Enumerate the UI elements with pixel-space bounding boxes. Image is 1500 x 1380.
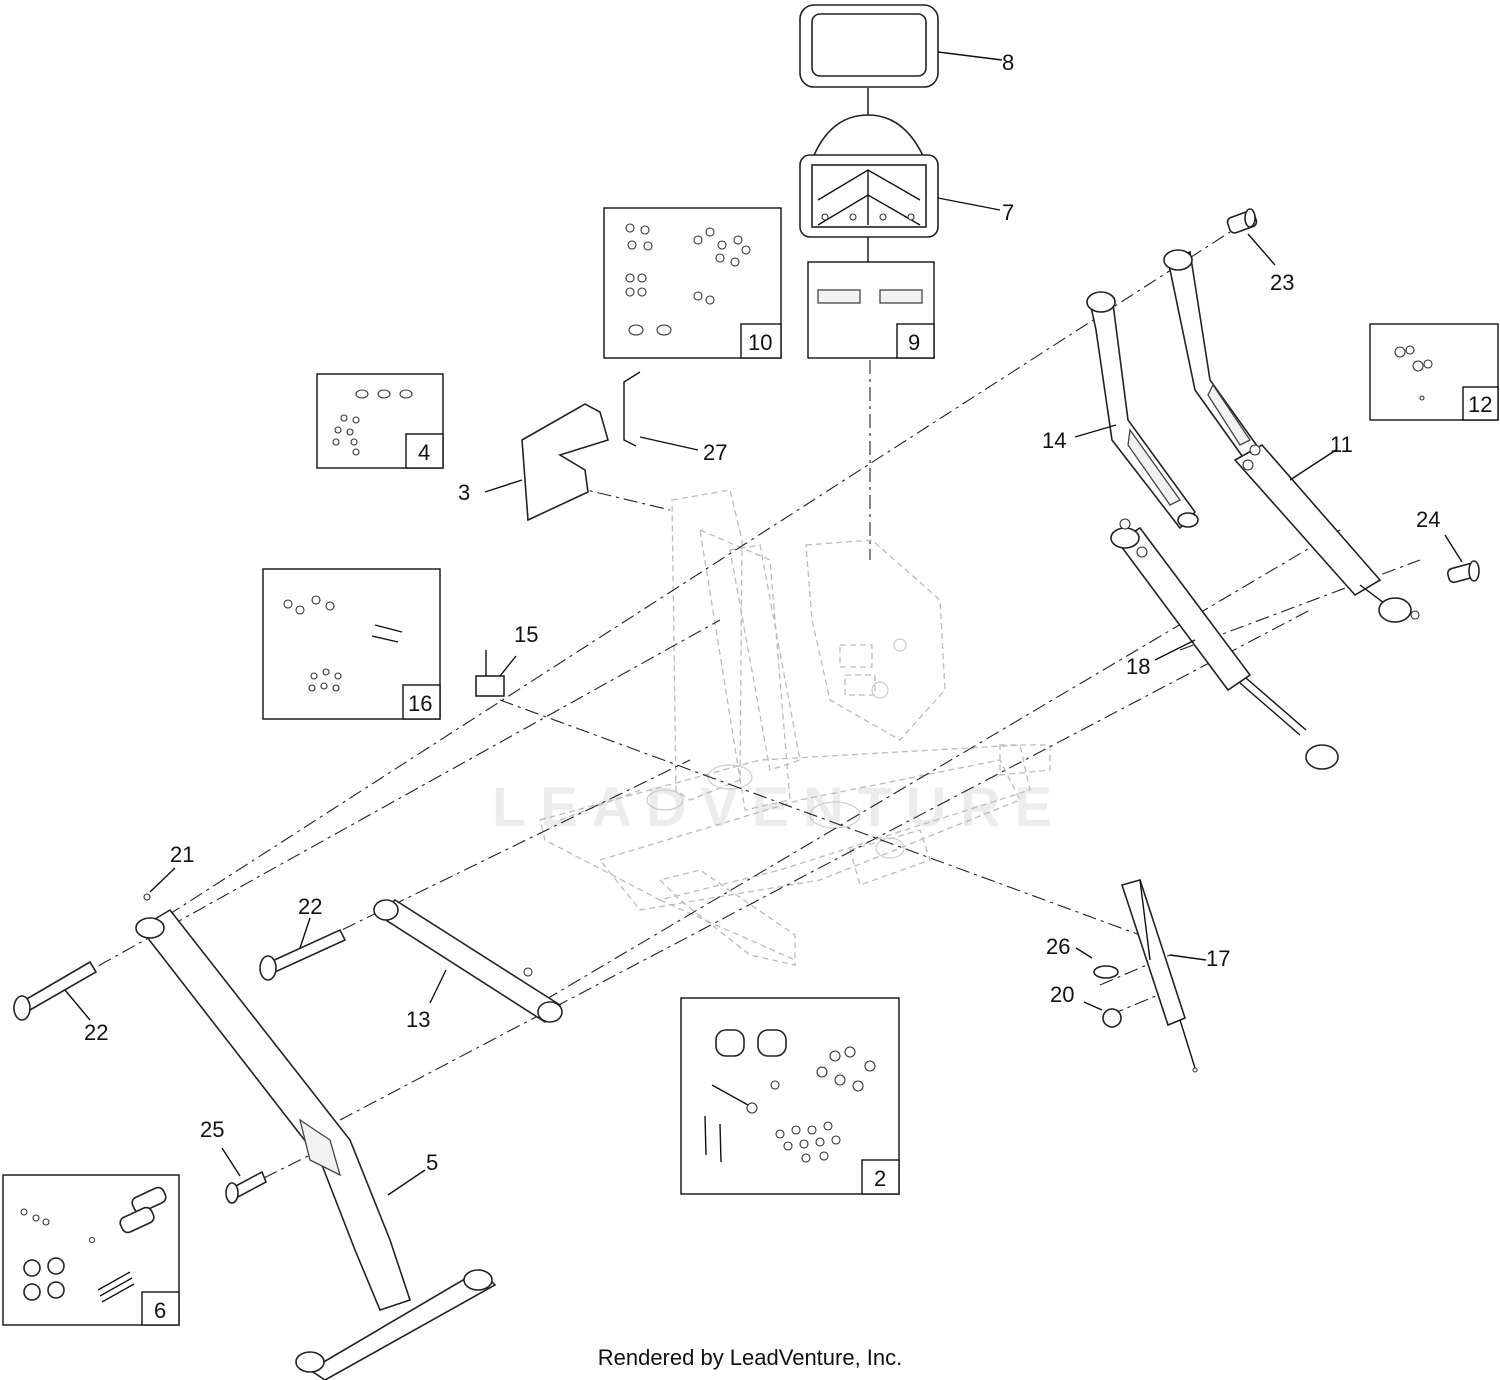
callout-13: 13 (406, 1007, 430, 1032)
watermark: LEADVENTURE (492, 775, 1066, 838)
part-7-seat-pan (799, 114, 1001, 238)
callout-23: 23 (1270, 270, 1294, 295)
part-6-kit (2, 1174, 180, 1326)
part-22-pin-center (259, 917, 347, 981)
callout-22-center: 22 (298, 894, 322, 919)
callout-20: 20 (1050, 982, 1074, 1007)
part-12-kit (1369, 323, 1499, 421)
part-24-pin (1410, 534, 1480, 620)
part-2-kit (680, 997, 900, 1195)
part-13-cylinder (373, 899, 563, 1024)
part-9-kit (807, 261, 935, 359)
part-27-rod (623, 371, 699, 451)
part-10-kit (603, 207, 782, 359)
callout-2: 2 (874, 1166, 886, 1191)
part-3-bracket (484, 403, 609, 522)
callout-6: 6 (154, 1298, 166, 1323)
callout-17: 17 (1206, 946, 1230, 971)
callout-8: 8 (1002, 50, 1014, 75)
part-25-pin (221, 1147, 268, 1204)
callout-5: 5 (426, 1150, 438, 1175)
callout-10: 10 (748, 330, 772, 355)
part-4-kit (316, 373, 444, 469)
part-15-switch (475, 650, 517, 697)
callout-26: 26 (1046, 934, 1070, 959)
part-11-arm-cylinder (1163, 249, 1412, 623)
callout-15: 15 (514, 622, 538, 647)
callout-7: 7 (1002, 200, 1014, 225)
part-23-pin (1226, 208, 1276, 266)
callout-22-left: 22 (84, 1020, 108, 1045)
part-8-seat-cushion (799, 4, 1003, 88)
part-26-clip (1075, 947, 1119, 979)
main-frame (539, 489, 1051, 966)
part-21-fitting (143, 867, 176, 901)
callout-27: 27 (703, 440, 727, 465)
callout-4: 4 (418, 440, 430, 465)
callout-11: 11 (1330, 432, 1353, 457)
callout-24: 24 (1416, 507, 1440, 532)
callout-12: 12 (1468, 392, 1492, 417)
callout-labels: 8 7 23 10 9 12 4 27 14 11 3 24 15 18 16 … (84, 50, 1492, 1323)
part-20-knob (1083, 1001, 1122, 1028)
callout-9: 9 (908, 330, 920, 355)
callout-18: 18 (1126, 654, 1150, 679)
assembly-lines (27, 88, 1421, 1191)
part-5-lift-arm (135, 908, 497, 1380)
part-18-cylinder (1110, 518, 1339, 770)
footer-credit: Rendered by LeadVenture, Inc. (597, 1345, 903, 1370)
part-17-bracket (1120, 879, 1207, 1073)
callout-14: 14 (1042, 428, 1066, 453)
part-14-lift-arm (1074, 291, 1199, 530)
callout-25: 25 (200, 1117, 224, 1142)
callout-21: 21 (170, 842, 194, 867)
callout-3: 3 (458, 480, 470, 505)
callout-16: 16 (408, 691, 432, 716)
part-16-kit (262, 568, 441, 720)
part-22-pin-left (13, 960, 98, 1021)
